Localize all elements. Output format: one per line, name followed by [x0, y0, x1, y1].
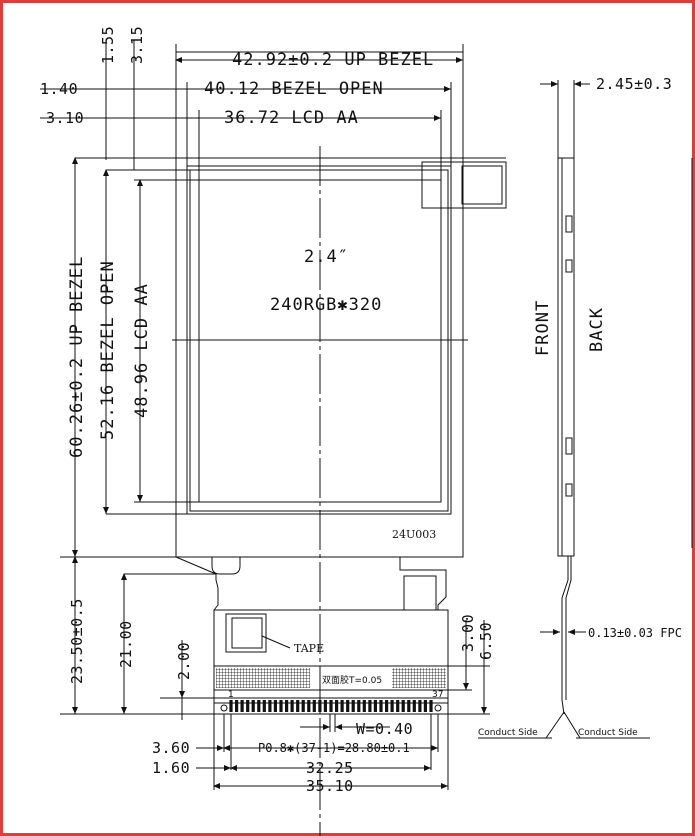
contact-pin: [290, 700, 294, 712]
contact-pin: [273, 700, 277, 712]
label-front: FRONT: [533, 300, 553, 356]
label-width-3510: 35.10: [306, 777, 354, 795]
label-pin-last: 37: [432, 690, 443, 700]
label-conduct-left: Conduct Side: [478, 728, 538, 738]
label-vert-315: 3.15: [128, 26, 146, 64]
contact-pin: [418, 700, 422, 712]
contact-pin: [335, 700, 339, 712]
contact-pin: [379, 700, 383, 712]
label-resolution: 240RGB✱320: [270, 295, 382, 315]
contact-pin: [429, 700, 433, 712]
contact-pin: [279, 700, 283, 712]
label-offset-140: 1.40: [40, 80, 78, 98]
contact-pin: [307, 700, 311, 712]
contact-pin: [246, 700, 250, 712]
contact-pin: [385, 700, 389, 712]
contact-pin: [323, 700, 327, 712]
contact-pin: [240, 700, 244, 712]
contact-pin: [268, 700, 272, 712]
side-view: [478, 80, 693, 739]
label-pitch: P0.8✱(37-1)=28.80±0.1: [258, 741, 410, 755]
label-vert-155: 1.55: [99, 26, 117, 64]
contact-pin: [262, 700, 266, 712]
label-right-6: 6.50: [477, 622, 495, 660]
label-pin-first: 1: [228, 690, 234, 700]
contact-pin: [257, 700, 261, 712]
label-lcd-aa-height: 48.96 LCD AA: [132, 283, 152, 418]
contact-pin: [368, 700, 372, 712]
label-offset-160: 1.60: [152, 759, 190, 777]
label-bezel-open-width: 40.12 BEZEL OPEN: [204, 79, 384, 99]
contact-pins: [229, 700, 433, 712]
label-step-2: 2.00: [175, 642, 193, 680]
tape-hatch: [231, 617, 263, 649]
contact-pin: [296, 700, 300, 712]
driver-ic-block: [403, 575, 437, 611]
contact-pin: [329, 700, 333, 712]
label-tape: TAPE: [294, 642, 324, 655]
label-fpc-inner-height: 21.00: [117, 620, 135, 668]
label-back: BACK: [587, 307, 607, 352]
contact-pin: [235, 700, 239, 712]
label-offset-360: 3.60: [152, 739, 190, 757]
contact-pin: [318, 700, 322, 712]
contact-pin: [351, 700, 355, 712]
label-lcd-aa-width: 36.72 LCD AA: [224, 108, 359, 128]
contact-area: [213, 697, 449, 715]
front-view: [40, 40, 507, 836]
label-thickness: 2.45±0.3: [596, 75, 672, 93]
label-right-3: 3.00: [459, 614, 477, 652]
contact-pin: [340, 700, 344, 712]
label-fpc-thickness: 0.13±0.03 FPC: [588, 626, 682, 640]
alignment-hole-right: [434, 704, 442, 712]
contact-pin: [346, 700, 350, 712]
contact-pin: [251, 700, 255, 712]
tape-area: [225, 613, 267, 653]
label-part-code: 24U003: [392, 528, 436, 541]
contact-pin: [401, 700, 405, 712]
label-fpc-total-height: 23.50±0.5: [68, 598, 86, 684]
label-up-bezel-height: 60.26±0.2 UP BEZEL: [67, 256, 87, 458]
contact-pin: [423, 700, 427, 712]
contact-pin: [390, 700, 394, 712]
contact-pin: [312, 700, 316, 712]
side-panel-outline: [557, 157, 575, 557]
touch-connector-grid: [461, 165, 503, 205]
contact-pin: [373, 700, 377, 712]
contact-pin: [285, 700, 289, 712]
label-pin-width: W=0.40: [356, 720, 413, 738]
touch-connector-pad: [421, 161, 507, 209]
label-width-3225: 32.25: [306, 759, 354, 777]
contact-pin: [396, 700, 400, 712]
contact-pin: [301, 700, 305, 712]
contact-pin: [229, 700, 233, 712]
contact-pin: [412, 700, 416, 712]
alignment-hole-left: [220, 704, 228, 712]
label-conduct-right: Conduct Side: [578, 728, 638, 738]
contact-pin: [362, 700, 366, 712]
stiffener-band: [213, 665, 449, 691]
label-screen-size: 2.4″: [304, 247, 349, 267]
label-bezel-open-height: 52.16 BEZEL OPEN: [98, 260, 118, 440]
label-up-bezel-width: 42.92±0.2 UP BEZEL: [232, 50, 434, 70]
contact-pin: [357, 700, 361, 712]
label-adhesive: 双面胶T=0.05: [322, 674, 382, 686]
contact-pin: [407, 700, 411, 712]
side-fpc: [561, 556, 569, 715]
label-offset-310: 3.10: [46, 109, 84, 127]
